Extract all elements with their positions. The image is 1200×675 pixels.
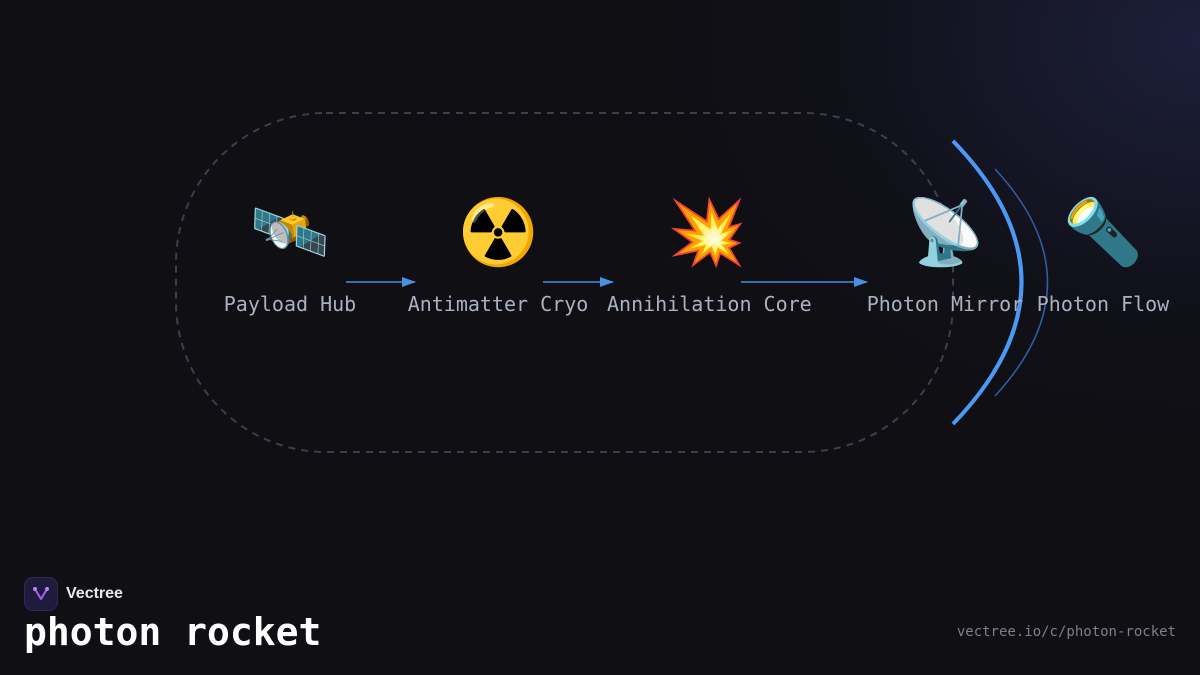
node-label: Photon Mirror <box>866 292 1024 316</box>
node-photon-mirror[interactable]: 📡 Photon Mirror <box>845 190 1045 316</box>
brand-name: Vectree <box>66 585 123 602</box>
source-url[interactable]: vectree.io/c/photon-rocket <box>956 624 1176 640</box>
vectree-logo-icon <box>24 577 58 611</box>
node-antimatter-cryo[interactable]: ☢️ Antimatter Cryo <box>398 190 598 316</box>
node-label: Photon Flow <box>1036 292 1170 316</box>
node-photon-flow[interactable]: 🔦 Photon Flow <box>1003 190 1200 316</box>
group-boundary <box>175 112 954 453</box>
mirror-inner-arc <box>994 168 1049 397</box>
node-label: Antimatter Cryo <box>407 292 589 316</box>
brand[interactable]: Vectree <box>24 577 123 611</box>
node-label: Annihilation Core <box>607 292 812 316</box>
mirror-arc <box>951 139 1024 426</box>
satellite-dish-icon: 📡 <box>905 196 985 270</box>
satellite-icon: 🛰️ <box>250 196 330 270</box>
node-payload-hub[interactable]: 🛰️ Payload Hub <box>190 190 390 316</box>
node-annihilation-core[interactable]: 💥 Annihilation Core <box>607 190 812 316</box>
page-title: photon rocket <box>24 610 322 654</box>
radioactive-icon: ☢️ <box>458 196 538 270</box>
node-label: Payload Hub <box>223 292 357 316</box>
flashlight-icon: 🔦 <box>1063 196 1143 270</box>
explosion-icon: 💥 <box>667 196 747 270</box>
